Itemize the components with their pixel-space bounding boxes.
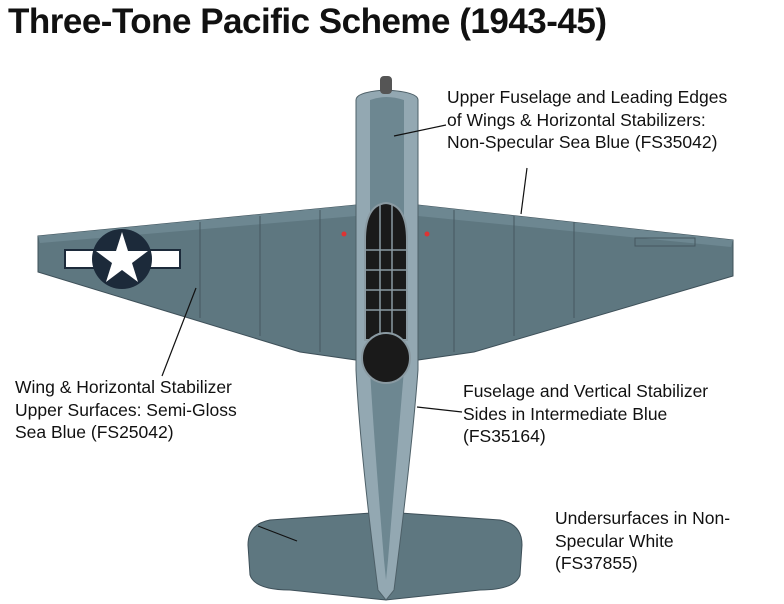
label-upper-fuselage: Upper Fuselage and Leading Edges of Wing… — [447, 86, 727, 154]
label-line: Non-Specular Sea Blue (FS35042) — [447, 132, 718, 152]
label-fuselage-sides: Fuselage and Vertical Stabilizer Sides i… — [463, 380, 708, 448]
turret — [361, 332, 411, 384]
label-line: Specular White — [555, 530, 674, 551]
label-line: Fuselage and Vertical Stabilizer — [463, 381, 709, 401]
wing-panel-lines — [199, 210, 696, 352]
page-title: Three-Tone Pacific Scheme (1943-45) — [8, 2, 607, 41]
canopy — [364, 201, 408, 341]
canopy-frames — [365, 205, 407, 340]
label-wing-upper: Wing & Horizontal Stabilizer Upper Surfa… — [15, 376, 237, 444]
label-line: Sea Blue (FS25042) — [15, 422, 174, 442]
label-line: Sides in Intermediate Blue — [463, 403, 668, 424]
left-wing-light — [341, 231, 347, 237]
right-wing-light — [424, 231, 430, 237]
right-stabilizer — [385, 511, 523, 601]
label-line: (FS35164) — [463, 426, 546, 446]
label-line: of Wings & Horizontal Stabilizers: — [447, 109, 706, 130]
right-wing — [417, 204, 734, 361]
label-line: Wing & Horizontal Stabilizer — [15, 377, 232, 397]
label-line: Undersurfaces in Non- — [555, 508, 731, 528]
label-line: Upper Fuselage and Leading Edges — [447, 87, 728, 107]
leader-lines — [161, 124, 528, 542]
spinner — [380, 76, 392, 94]
right-wing-leading-edge — [418, 205, 733, 247]
left-stabilizer — [247, 511, 387, 601]
star-icon — [96, 232, 148, 282]
label-undersurfaces: Undersurfaces in Non- Specular White (FS… — [555, 507, 730, 575]
label-line: (FS37855) — [555, 553, 638, 573]
label-line: Upper Surfaces: Semi-Gloss — [15, 399, 237, 420]
